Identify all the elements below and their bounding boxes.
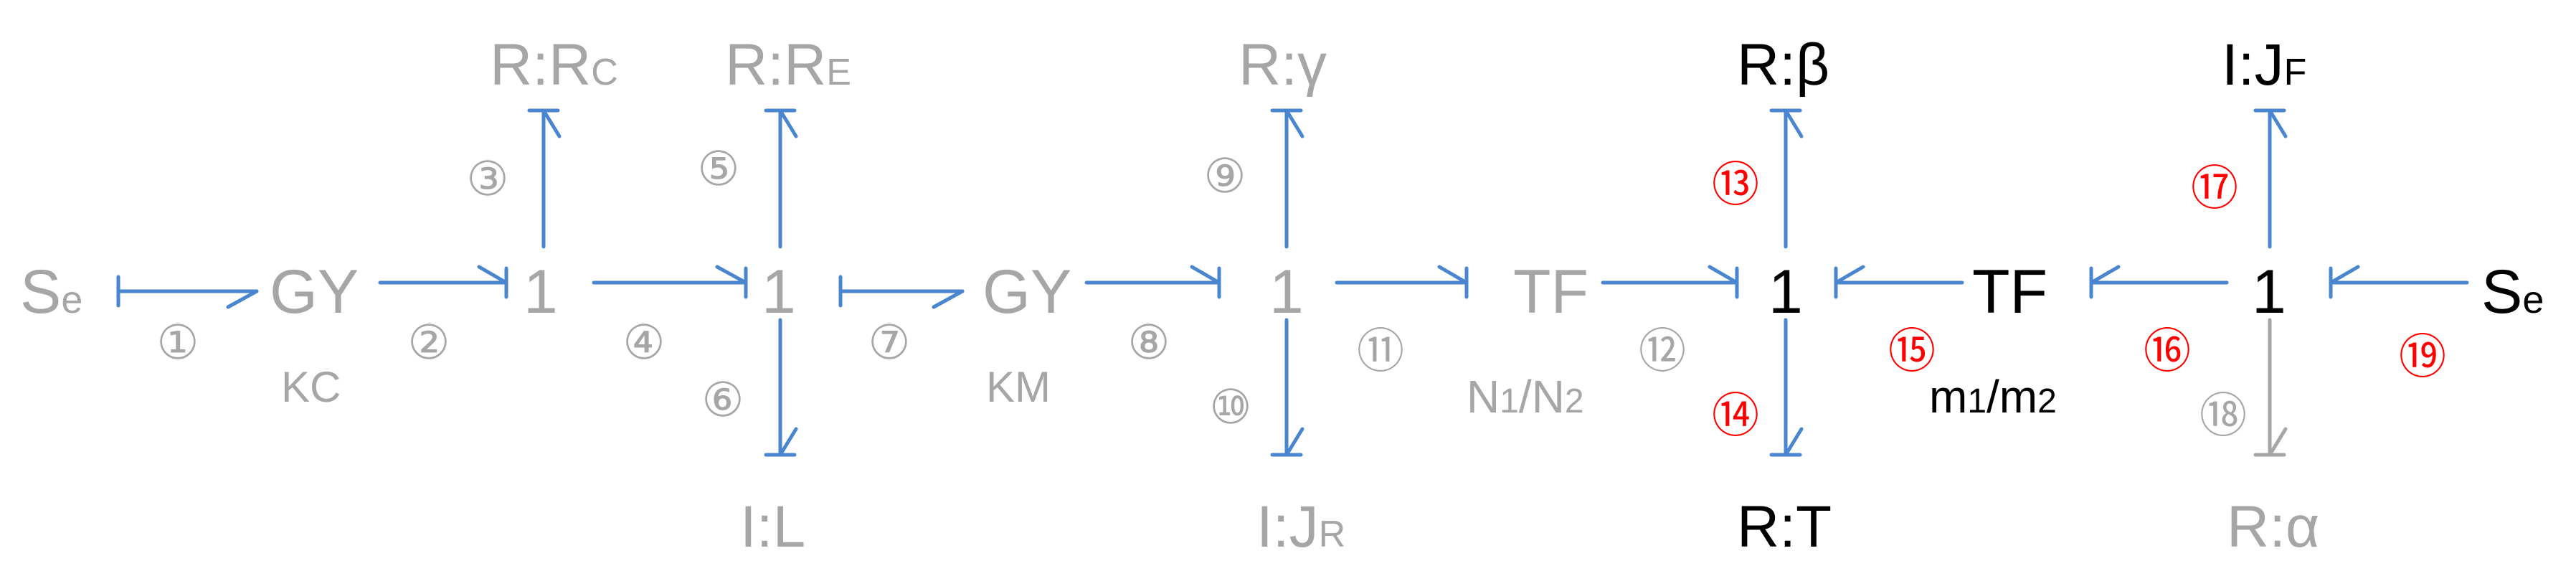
resistor-re: R:RE xyxy=(725,32,851,98)
bond-14 xyxy=(1769,318,1804,457)
bond-9 xyxy=(1270,108,1304,249)
bond-number-1: ① xyxy=(156,315,199,370)
bond-19 xyxy=(2329,265,2469,299)
gyrator-2: GY xyxy=(982,258,1071,326)
inertia-jf: I:JF xyxy=(2222,32,2306,98)
bond-number-10: ⑩ xyxy=(1209,379,1251,435)
bond-5 xyxy=(764,108,798,249)
bond-number-13: ⑬ xyxy=(1712,157,1759,212)
inertia-jr: I:JR xyxy=(1256,494,1345,560)
one-junction-a: 1 xyxy=(524,258,558,326)
bond-number-4: ④ xyxy=(622,315,665,370)
bond-12 xyxy=(1601,265,1739,299)
transformer-2-ratio: m1/m2 xyxy=(1929,371,2057,423)
bond-number-11: ⑪ xyxy=(1357,324,1404,379)
bond-11 xyxy=(1335,265,1469,299)
bond-number-18: ⑱ xyxy=(2199,388,2247,443)
one-junction-c: 1 xyxy=(1269,258,1304,326)
source-effort-right: Se xyxy=(2481,258,2544,326)
bond-number-2: ② xyxy=(407,315,450,370)
transformer-1-ratio: N1/N2 xyxy=(1467,371,1584,423)
bond-16 xyxy=(2089,265,2229,299)
transformer-1: TF xyxy=(1513,258,1588,326)
bond-number-3: ③ xyxy=(466,151,508,207)
bond-number-7: ⑦ xyxy=(868,315,910,370)
resistor-gamma: R:γ xyxy=(1239,32,1327,98)
bond-8 xyxy=(1084,265,1221,299)
source-effort-left: Se xyxy=(20,258,82,326)
bond-13 xyxy=(1769,108,1804,249)
bond-number-6: ⑥ xyxy=(701,372,744,428)
gyrator-2-parameter: KM xyxy=(986,363,1051,411)
bond-6 xyxy=(764,318,798,457)
bond-number-14: ⑭ xyxy=(1712,388,1759,443)
resistor-t: R:T xyxy=(1737,494,1832,560)
bond-number-12: ⑫ xyxy=(1639,324,1686,379)
bond-2 xyxy=(378,265,508,299)
bond-4 xyxy=(592,265,748,299)
bond-number-5: ⑤ xyxy=(697,141,739,197)
bond-number-15: ⑮ xyxy=(1888,324,1936,379)
bond-1 xyxy=(116,275,259,309)
bond-10 xyxy=(1270,318,1304,457)
resistor-rc: R:RC xyxy=(490,32,618,98)
bond-number-17: ⑰ xyxy=(2191,161,2238,216)
resistor-beta: R:β xyxy=(1737,32,1829,98)
one-junction-d: 1 xyxy=(1768,258,1803,326)
gyrator-1: GY xyxy=(270,258,359,326)
gyrator-1-parameter: KC xyxy=(281,363,341,411)
transformer-2: TF xyxy=(1972,258,2047,326)
inertia-l: I:L xyxy=(740,494,805,560)
bond-15 xyxy=(1834,265,1964,299)
bond-number-9: ⑨ xyxy=(1203,148,1246,204)
one-junction-e: 1 xyxy=(2252,258,2286,326)
bond-number-8: ⑧ xyxy=(1127,315,1170,370)
bond-18 xyxy=(2253,318,2288,457)
one-junction-b: 1 xyxy=(762,258,796,326)
bond-7 xyxy=(838,275,965,309)
bond-number-16: ⑯ xyxy=(2144,324,2191,379)
bond-3 xyxy=(527,108,562,249)
bond-17 xyxy=(2253,108,2288,249)
bond-number-19: ⑲ xyxy=(2399,329,2446,385)
resistor-alpha: R:α xyxy=(2227,494,2319,560)
